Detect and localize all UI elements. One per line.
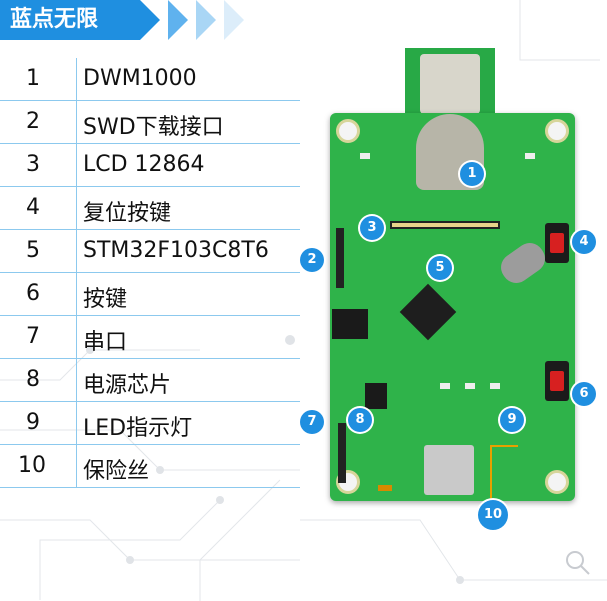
legend-number: 1: [26, 66, 40, 91]
fuse: [378, 485, 392, 491]
legend-number: 6: [26, 281, 40, 306]
callout-3: 3: [360, 216, 384, 240]
legend-number: 2: [26, 109, 40, 134]
legend-row: 3 LCD 12864: [0, 144, 300, 187]
banner-chevron: [140, 0, 160, 40]
usb-connector: [424, 445, 474, 495]
legend-row: 5 STM32F103C8T6: [0, 230, 300, 273]
reset-button: [545, 223, 569, 263]
legend-label: DWM1000: [83, 66, 197, 91]
legend-row: 8 电源芯片: [0, 359, 300, 402]
mounting-hole: [545, 119, 569, 143]
legend-number: 10: [18, 453, 46, 478]
banner-chevron: [168, 0, 188, 40]
legend-number: 4: [26, 195, 40, 220]
user-button: [545, 361, 569, 401]
pcb-board-photo: 1 2 3 4 5 6 7 8 9 10: [300, 40, 600, 530]
lcd-header-pins: [392, 223, 498, 227]
legend-number: 3: [26, 152, 40, 177]
legend-label: 复位按键: [83, 201, 172, 226]
callout-leader: [490, 445, 518, 447]
callout-9: 9: [500, 408, 524, 432]
legend-number: 5: [26, 238, 40, 263]
antenna-connector: [420, 54, 480, 114]
led: [465, 383, 475, 389]
legend-label: SWD下载接口: [83, 115, 224, 140]
banner-chevron: [224, 0, 244, 40]
legend-row: 10 保险丝: [0, 445, 300, 488]
legend-label: 电源芯片: [83, 373, 172, 398]
callout-2: 2: [300, 248, 324, 272]
callout-4: 4: [572, 230, 596, 254]
legend-number: 9: [26, 410, 40, 435]
legend-label: 保险丝: [83, 459, 150, 484]
legend-label: STM32F103C8T6: [83, 238, 269, 263]
callout-8: 8: [348, 408, 372, 432]
legend-row: 9 LED指示灯: [0, 402, 300, 445]
mounting-hole: [545, 470, 569, 494]
component-legend: 1 DWM1000 2 SWD下载接口 3 LCD 12864 4 复位按键 5…: [0, 58, 300, 488]
legend-label: 按键: [83, 287, 128, 312]
callout-leader: [490, 445, 492, 500]
callout-5: 5: [428, 256, 452, 280]
callout-6: 6: [572, 382, 596, 406]
legend-label: LED指示灯: [83, 416, 193, 441]
swd-header: [336, 228, 344, 288]
callout-10: 10: [478, 500, 508, 530]
banner-chevron: [196, 0, 216, 40]
callout-7: 7: [300, 410, 324, 434]
legend-number: 7: [26, 324, 40, 349]
legend-number: 8: [26, 367, 40, 392]
legend-row: 4 复位按键: [0, 187, 300, 230]
legend-label: LCD 12864: [83, 152, 205, 177]
brand-title: 蓝点无限: [10, 7, 99, 32]
legend-label: 串口: [83, 330, 128, 355]
uart-header: [338, 423, 346, 483]
legend-row: 6 按键: [0, 273, 300, 316]
brand-banner: 蓝点无限: [0, 0, 140, 40]
smd-part: [360, 153, 370, 159]
legend-row: 2 SWD下载接口: [0, 101, 300, 144]
led: [440, 383, 450, 389]
power-ic: [365, 383, 387, 409]
callout-1: 1: [460, 162, 484, 186]
led: [490, 383, 500, 389]
mounting-hole: [336, 119, 360, 143]
legend-row: 1 DWM1000: [0, 58, 300, 101]
smd-part: [525, 153, 535, 159]
connector: [332, 309, 368, 339]
legend-row: 7 串口: [0, 316, 300, 359]
